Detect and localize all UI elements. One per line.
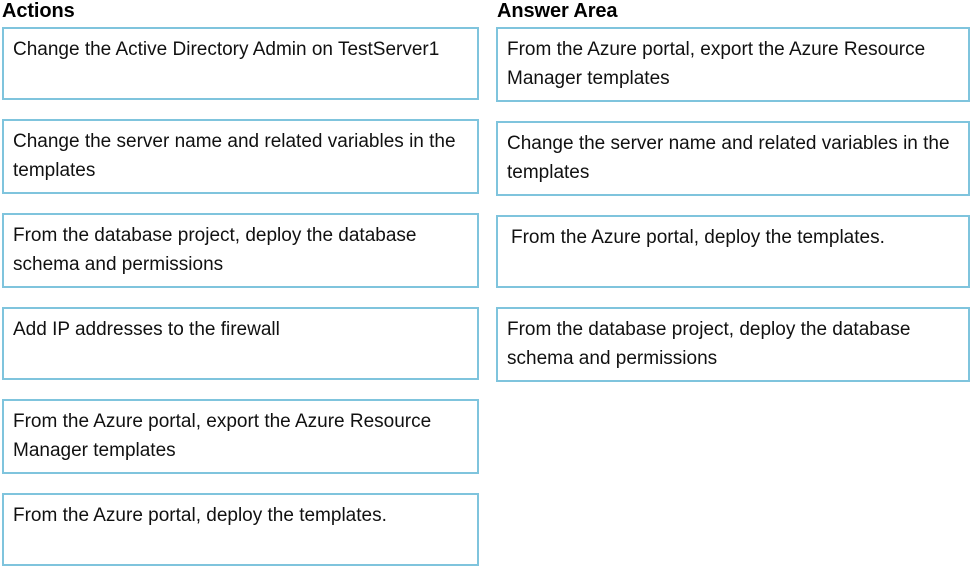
action-item-3-label: From the database project, deploy the da… [13, 225, 417, 275]
action-item-3[interactable]: From the database project, deploy the da… [2, 213, 479, 288]
action-item-4[interactable]: Add IP addresses to the firewall [2, 307, 479, 380]
actions-header: Actions [2, 0, 75, 22]
answer-item-4[interactable]: From the database project, deploy the da… [496, 307, 970, 382]
answer-item-1[interactable]: From the Azure portal, export the Azure … [496, 27, 970, 102]
answer-area-header: Answer Area [497, 0, 618, 22]
answer-item-2[interactable]: Change the server name and related varia… [496, 121, 970, 196]
answer-item-1-label: From the Azure portal, export the Azure … [507, 39, 926, 89]
action-item-6[interactable]: From the Azure portal, deploy the templa… [2, 493, 479, 566]
actions-column: Actions Change the Active Directory Admi… [2, 0, 479, 566]
action-item-4-label: Add IP addresses to the firewall [13, 319, 280, 340]
drag-drop-question: Actions Change the Active Directory Admi… [2, 0, 975, 566]
action-item-2[interactable]: Change the server name and related varia… [2, 119, 479, 194]
answer-item-3[interactable]: From the Azure portal, deploy the templa… [496, 215, 970, 288]
action-item-6-label: From the Azure portal, deploy the templa… [13, 505, 387, 526]
action-item-1[interactable]: Change the Active Directory Admin on Tes… [2, 27, 479, 100]
action-item-5[interactable]: From the Azure portal, export the Azure … [2, 399, 479, 474]
action-item-5-label: From the Azure portal, export the Azure … [13, 411, 432, 461]
action-item-1-label: Change the Active Directory Admin on Tes… [13, 39, 440, 60]
action-item-2-label: Change the server name and related varia… [13, 131, 456, 181]
answer-item-3-label: From the Azure portal, deploy the templa… [511, 227, 885, 248]
answer-item-2-label: Change the server name and related varia… [507, 133, 950, 183]
answer-item-4-label: From the database project, deploy the da… [507, 319, 911, 369]
answer-area-column: Answer Area From the Azure portal, expor… [490, 0, 975, 401]
